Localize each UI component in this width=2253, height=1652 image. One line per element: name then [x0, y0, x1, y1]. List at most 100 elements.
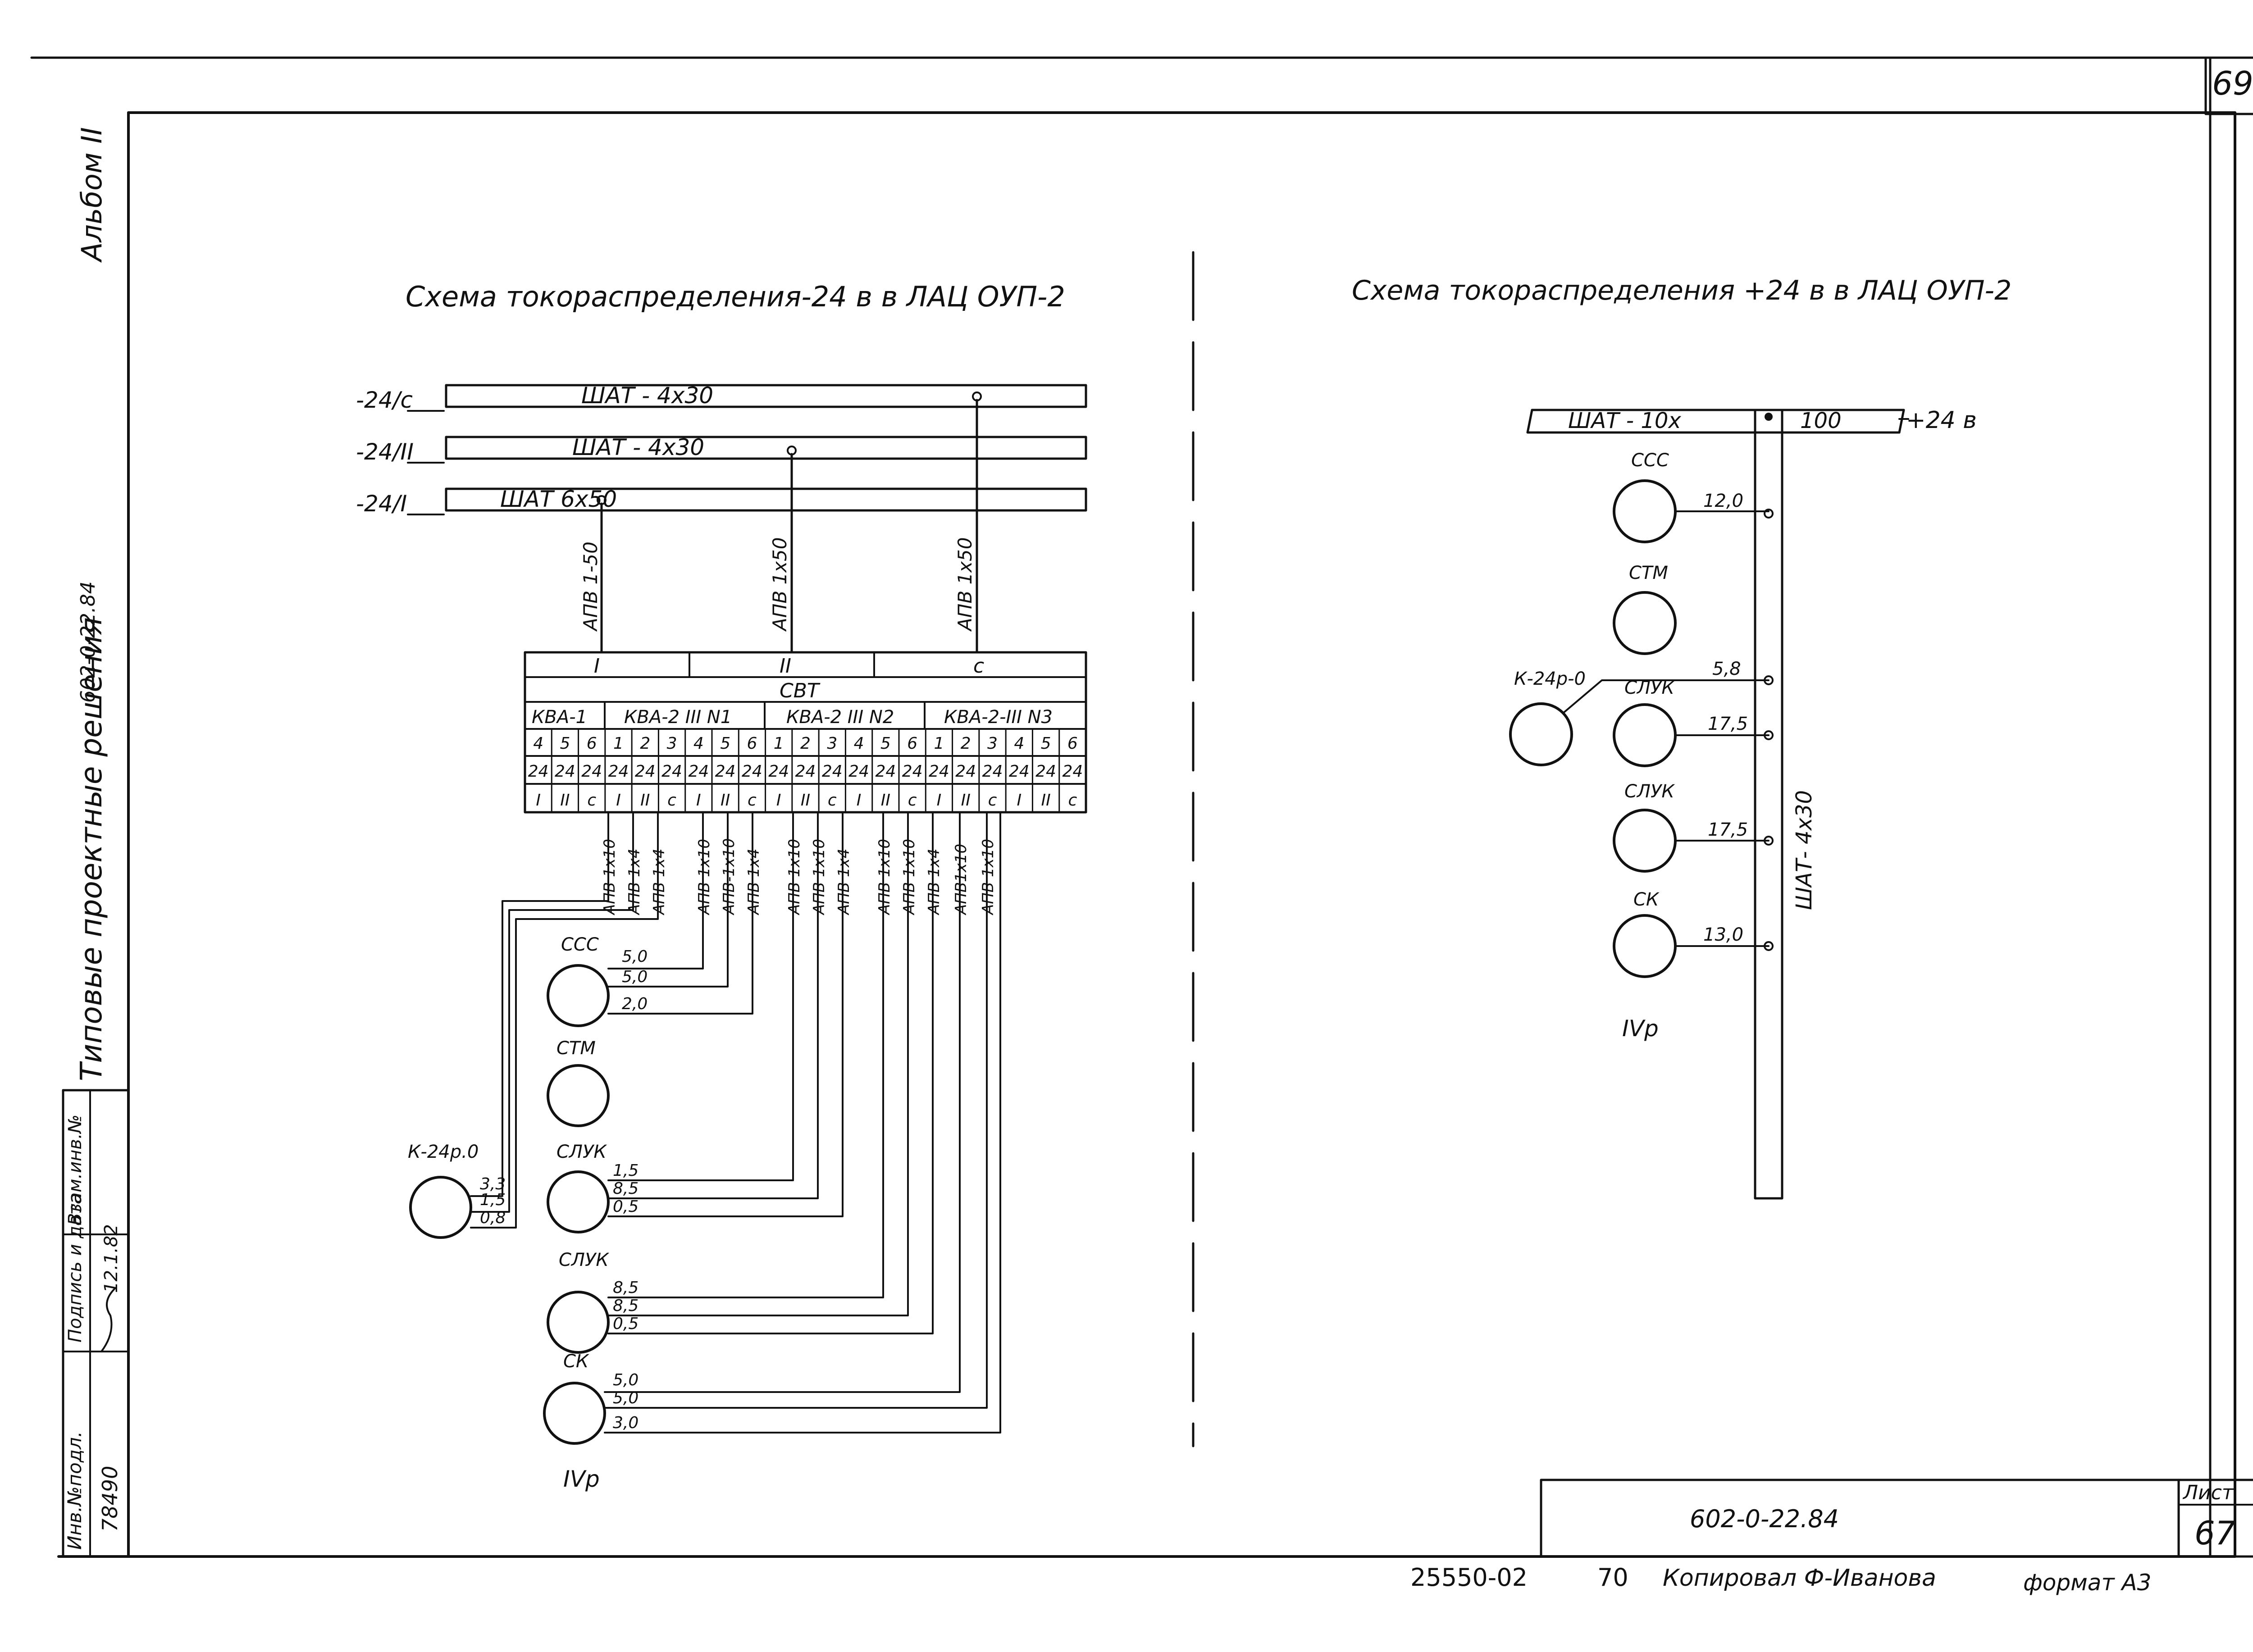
fuse-rating: 24 [661, 762, 682, 781]
cable-label: АПВ 1х10 [695, 839, 713, 915]
left-consumer-k24: К-24р.0 [408, 1142, 479, 1162]
consumer-value: 5,0 [622, 968, 648, 986]
right-bus-text: ШАТ - 10х [1568, 408, 1681, 433]
cable-label: АПВ 1х4 [650, 849, 668, 915]
fuse-rating: 24 [902, 762, 923, 781]
right-consumer-stm: СТМ [1629, 563, 1668, 583]
fuse-number: 5 [560, 734, 570, 753]
cable-route [607, 811, 729, 988]
right-value-sk: 13,0 [1703, 924, 1743, 945]
group-kva2-n2: КВА-2 III N2 [786, 707, 894, 728]
consumer-value: 8,5 [613, 1179, 639, 1198]
right-consumer-ccc: ССС [1631, 450, 1669, 471]
fuse-bus: II [881, 791, 890, 810]
left-consumer-sluk2: СЛУК [559, 1250, 609, 1270]
consumer-value: 0,5 [613, 1197, 639, 1216]
left-consumer-ccc: ССС [561, 934, 599, 955]
fuse-rating: 24 [1035, 762, 1056, 781]
fuse-number: 5 [1041, 734, 1051, 753]
right-consumer-sk: СК [1633, 889, 1660, 910]
bus-text-ii: ШАТ - 4х30 [572, 434, 704, 460]
right-consumers [1509, 479, 1774, 978]
sheet-number: 67 [2194, 1514, 2236, 1552]
cable-route [607, 811, 819, 1199]
cable-route [607, 811, 884, 1298]
right-consumer-k24: К-24р-0 [1514, 669, 1586, 689]
fuse-bus: I [1017, 791, 1022, 810]
replace-inv-label: Взам.инв.№ [65, 1115, 86, 1225]
series-code-vertical: 602-0-22.84 [77, 581, 100, 703]
cable-lines [470, 811, 1001, 1434]
fuse-bus: с [908, 791, 917, 810]
consumer-value: 1,5 [480, 1191, 506, 1209]
fuse-number: 3 [827, 734, 837, 753]
group-kva2-n3: КВА-2-III N3 [944, 707, 1053, 728]
consumer-value: 5,0 [613, 1389, 639, 1407]
group-kva1: КВА-1 [532, 707, 587, 728]
left-buses [407, 384, 1087, 515]
fuse-rating: 24 [1009, 762, 1030, 781]
cable-route [607, 811, 794, 1181]
fuse-number: 4 [693, 734, 704, 753]
fuse-number: 2 [961, 734, 971, 753]
fuse-rating: 24 [982, 762, 1003, 781]
left-consumer-sk: СК [563, 1351, 589, 1372]
cable-route [607, 811, 909, 1316]
right-value-k24: 5,8 [1712, 659, 1741, 679]
fuse-number: 6 [1067, 734, 1078, 753]
consumer-value: 3,0 [613, 1414, 639, 1432]
left-room-label: IVр [563, 1466, 600, 1492]
fuse-bus: II [640, 791, 650, 810]
fuse-bus: II [1041, 791, 1050, 810]
feeder-lines [597, 391, 982, 654]
copied-by: Копировал Ф-Иванова [1663, 1565, 1936, 1592]
bus-label-c: -24/с [356, 387, 413, 413]
fuse-bus: II [961, 791, 971, 810]
right-room-label: IVр [1622, 1015, 1659, 1042]
fuse-rating: 24 [795, 762, 816, 781]
feeder-label-c: АПВ 1х50 [954, 537, 976, 633]
fuse-rating: 24 [929, 762, 949, 781]
feeder-label-i: АПВ 1-50 [579, 542, 602, 632]
fuse-rating: 24 [848, 762, 869, 781]
left-consumers [409, 964, 610, 1445]
fuse-number: 3 [987, 734, 998, 753]
cable-route [470, 811, 659, 1229]
side-stamp [62, 1089, 130, 1558]
fuse-rating: 24 [581, 762, 602, 781]
cable-route [604, 811, 1001, 1434]
cable-route [607, 811, 934, 1334]
fuse-bus: II [721, 791, 730, 810]
cable-label: АПВ 1х4 [925, 849, 943, 915]
fuse-rating: 24 [608, 762, 629, 781]
cable-label: АПВ 1х10 [876, 839, 894, 915]
fuse-number: 6 [587, 734, 597, 753]
album-label: Альбом II [75, 127, 108, 263]
sign-date-value: 12.1.82 [101, 1224, 122, 1293]
fuse-rating: 24 [822, 762, 843, 781]
cable-label: АПВ 1х4 [835, 849, 853, 915]
consumer-values: 5,05,02,01,58,50,58,58,50,55,05,03,03,31… [480, 947, 648, 1432]
consumer-value: 8,5 [613, 1279, 639, 1297]
left-title: Схема токораспределения-24 в в ЛАЦ ОУП-2 [406, 280, 1065, 313]
consumer-value: 5,0 [613, 1371, 639, 1389]
bus-text-c: ШАТ - 4х30 [581, 382, 713, 409]
fuse-number: 4 [533, 734, 543, 753]
fuse-bus: I [937, 791, 942, 810]
right-consumer-sluk2: СЛУК [1624, 781, 1675, 802]
fuse-bus: I [776, 791, 781, 810]
format-label: формат А3 [2023, 1570, 2151, 1596]
fuse-number: 3 [667, 734, 677, 753]
fuse-bus: I [616, 791, 621, 810]
left-consumer-stm: СТМ [556, 1038, 596, 1059]
panel-top-i: I [594, 655, 600, 678]
cable-label: АПВ-1х10 [720, 838, 738, 915]
sign-date-label: Подпись и дата [65, 1193, 86, 1343]
fuse-rating: 24 [528, 762, 549, 781]
cable-label: АПВ 1х10 [601, 839, 619, 915]
fuse-rating: 24 [635, 762, 656, 781]
right-value-sluk2: 17,5 [1708, 819, 1748, 840]
fuse-number: 6 [747, 734, 757, 753]
